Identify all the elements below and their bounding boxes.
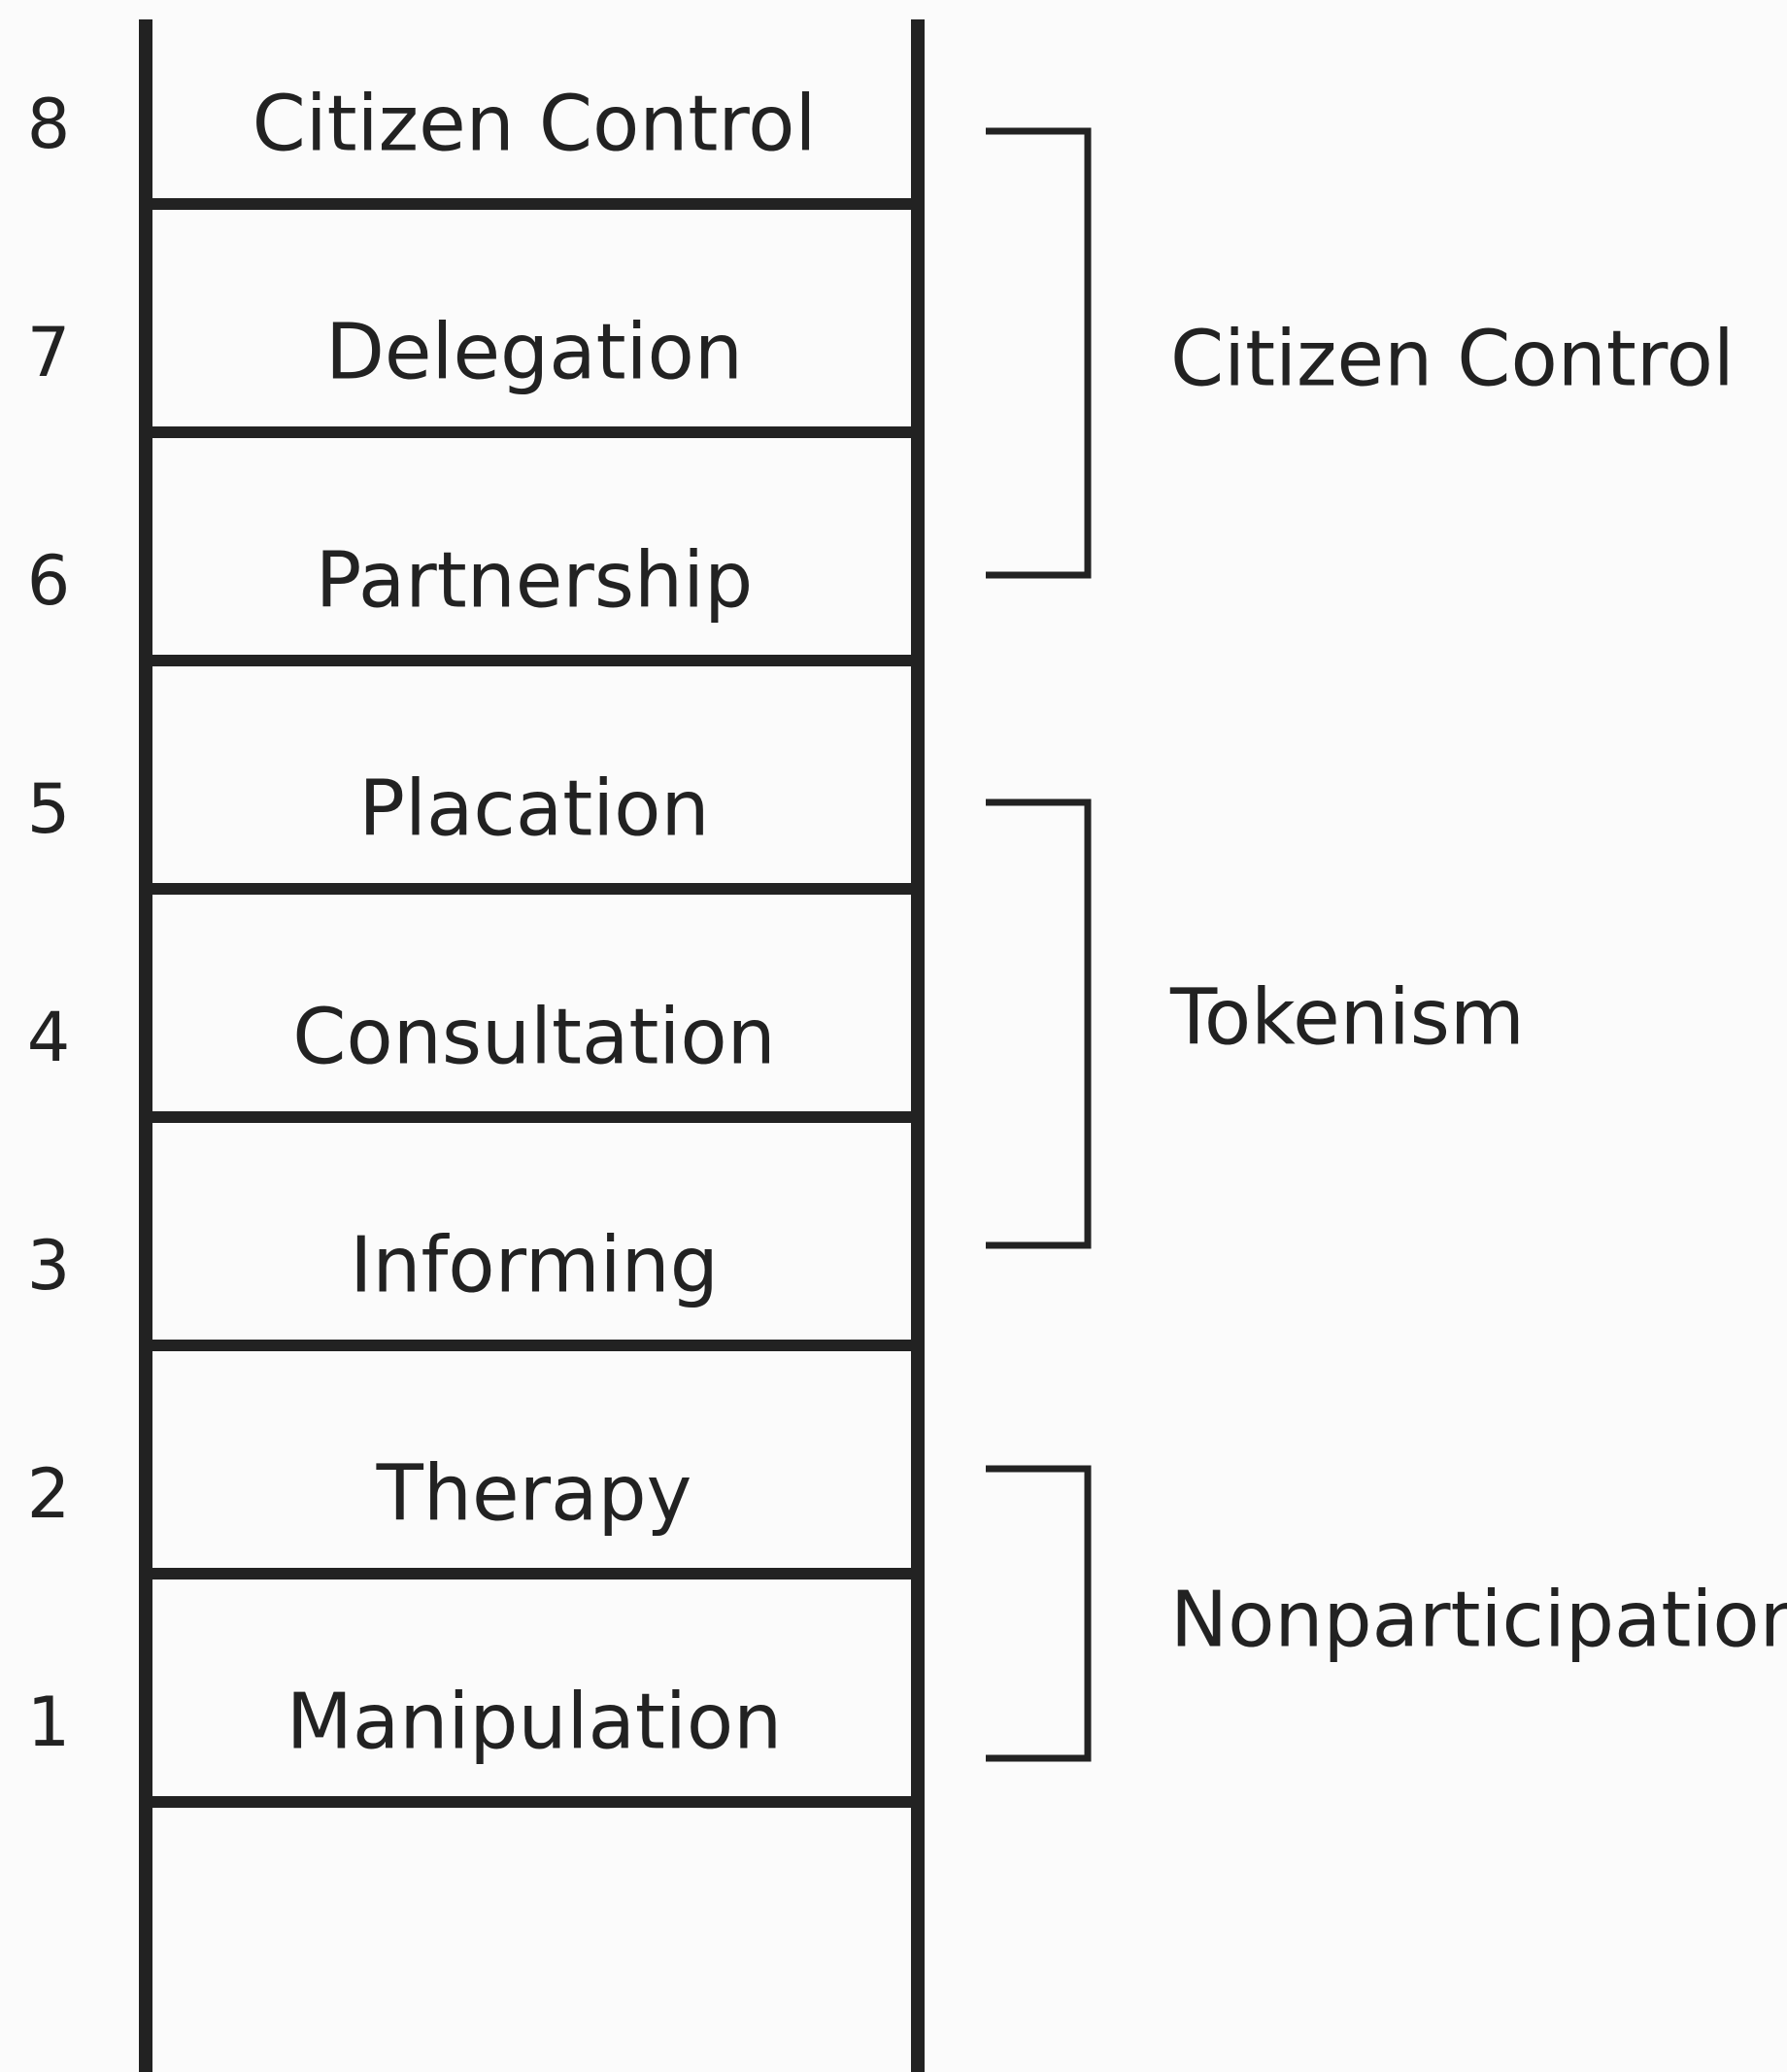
rung-number: 4 [27,998,71,1077]
rung-label-partnership: Partnership [316,535,753,625]
rung-number: 8 [27,85,71,164]
group-label-nonparticipation: Nonparticipation [1170,1575,1787,1664]
rung-number: 3 [27,1226,71,1306]
rung-number: 6 [27,541,71,621]
rung-label-placation: Placation [358,764,709,853]
rung-label-consultation: Consultation [292,992,775,1081]
rung-label-manipulation: Manipulation [287,1677,783,1766]
rung-number: 1 [27,1682,71,1762]
rung-number: 7 [27,313,71,392]
group-bracket-nonparticipation [986,1465,1092,1762]
group-label-tokenism: Tokenism [1169,972,1525,1062]
rung-number: 2 [27,1454,71,1534]
rung-label-therapy: Therapy [376,1448,692,1538]
rung-number: 5 [27,769,71,849]
rung-label-citizen-control: Citizen Control [253,79,817,168]
rung-label-delegation: Delegation [325,307,743,396]
group-bracket-citizen-control [986,127,1092,579]
group-label-citizen-control: Citizen Control [1170,314,1735,403]
rung-label-informing: Informing [350,1220,719,1309]
group-bracket-tokenism [986,798,1092,1249]
